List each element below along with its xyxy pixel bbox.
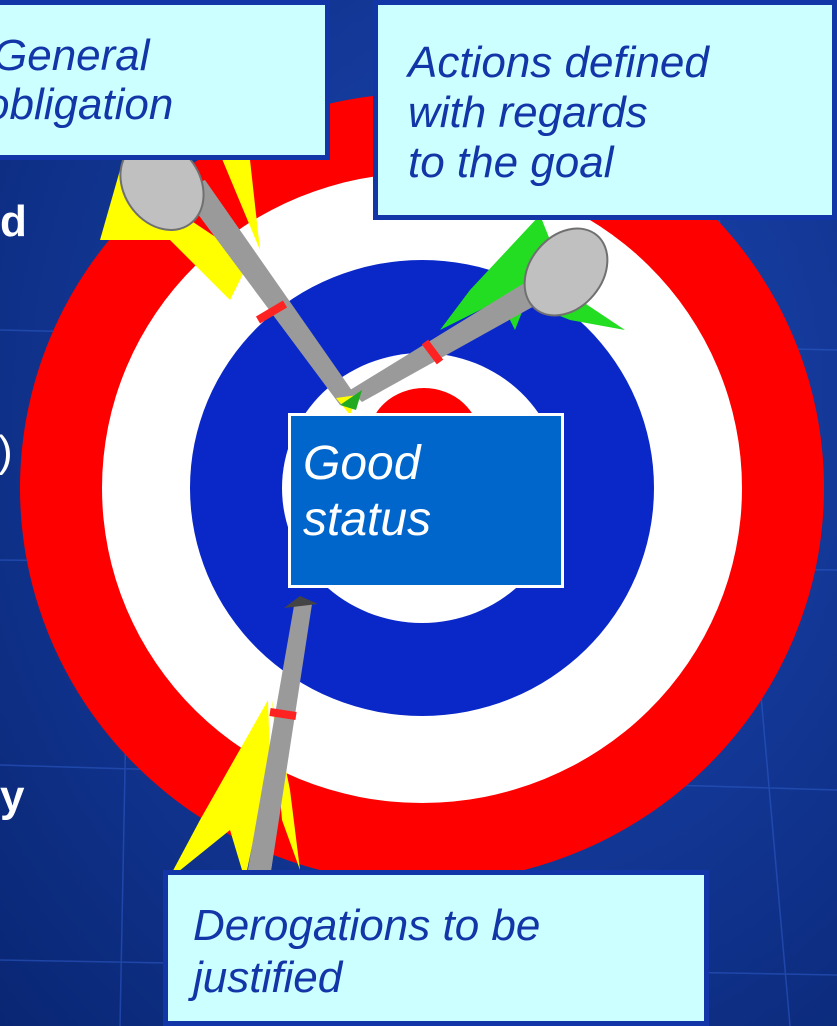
callout-derogations-line-1: Derogations to be [193, 901, 541, 950]
arrow-upper-left-band [255, 300, 288, 324]
arrow-upper-right-nock [523, 227, 609, 317]
arrow-upper-right-tip [340, 390, 362, 410]
arrow-upper-right-band [421, 339, 444, 365]
callout-actions-line-1: Actions defined [408, 38, 709, 87]
callout-derogations-line-2: justified [193, 953, 343, 1002]
callout-general-line-2: obligation [0, 80, 174, 129]
arrow-upper-left [100, 120, 358, 415]
callout-general-line-1: General [0, 31, 150, 80]
background-text-fragment-1: d [0, 197, 27, 246]
arrow-bottom-fletch-yellow [168, 700, 270, 880]
arrow-upper-left-shaft [180, 180, 355, 405]
callout-actions-line-2: with regards [408, 88, 648, 137]
goal-box: Good status [288, 413, 564, 588]
callout-derogations: Derogations to be justified [163, 870, 709, 1026]
background-text-fragment-3: y [0, 772, 25, 821]
arrow-upper-right [340, 215, 625, 410]
callout-actions-line-3: to the goal [408, 138, 614, 187]
callout-actions-defined: Actions defined with regards to the goal [373, 0, 837, 220]
goal-label-line-2: status [303, 493, 432, 546]
callout-general-obligation: General obligation [0, 0, 330, 160]
arrow-bottom-shaft [238, 600, 312, 930]
arrow-bottom-tip [284, 596, 318, 608]
background-text-fragment-2: ) [0, 430, 13, 474]
arrow-bottom-band [269, 708, 297, 720]
goal-label-line-1: Good [303, 437, 421, 490]
